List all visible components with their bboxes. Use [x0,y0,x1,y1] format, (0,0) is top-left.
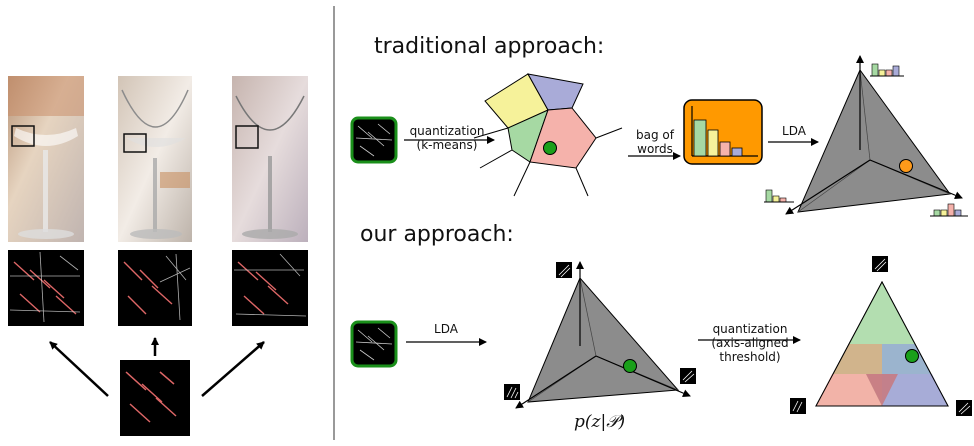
quantization-label-line2: (k-means) [416,138,478,152]
histogram-icon-top [870,63,904,77]
topic-patch-left [504,384,520,400]
traditional-approach-heading: traditional approach: [374,34,605,59]
edge-map-1 [8,250,84,326]
traditional-lda-label: LDA [782,124,806,138]
our-approach [350,256,972,416]
quantized-simplex [815,280,949,407]
patch-box-3 [235,125,259,149]
axis-quantization-line3: threshold) [719,350,781,364]
quantized-patch-top [872,256,888,272]
our-lda-label: LDA [434,322,458,336]
patch-box-1 [11,125,35,147]
axis-quantization-line1: quantization [712,322,788,336]
traditional-approach [350,55,968,217]
patch-box-2 [123,133,147,153]
traditional-simplex [785,55,963,215]
quantized-patch-left [790,398,806,414]
voronoi-diagram [473,73,623,197]
formula-label: p(z|𝒫) [574,412,626,432]
quantization-label: quantization (k-means) [404,124,490,152]
edge-map-2 [118,250,192,326]
our-input-patch [350,320,398,368]
quantized-patch-right [956,400,972,416]
axis-quantization-line2: (axis-aligned [711,336,789,350]
bag-of-words-label: bag of words [630,128,680,156]
bag-of-words-label-line2: words [637,142,673,156]
bag-of-words-histogram [683,99,763,165]
bag-of-words-label-line1: bag of [636,128,674,142]
topic-patch-top [556,262,572,278]
left-panel [8,76,308,436]
edge-map-3 [232,250,308,326]
traditional-input-patch [350,116,398,164]
wine-glass-photo-3 [232,76,308,242]
axis-aligned-quantization-label: quantization (axis-aligned threshold) [702,322,798,364]
histogram-icon-left [764,189,794,203]
our-simplex [515,261,691,409]
wine-glass-photo-2 [118,76,192,242]
topic-patch-right [680,368,696,384]
source-patch [120,360,190,436]
our-approach-heading: our approach: [360,222,514,247]
voronoi-point [543,141,557,155]
wine-glass-photo-1 [8,76,84,242]
up-arrows [49,337,265,397]
histogram-icon-right [930,203,968,217]
quantization-label-line1: quantization [409,124,485,138]
